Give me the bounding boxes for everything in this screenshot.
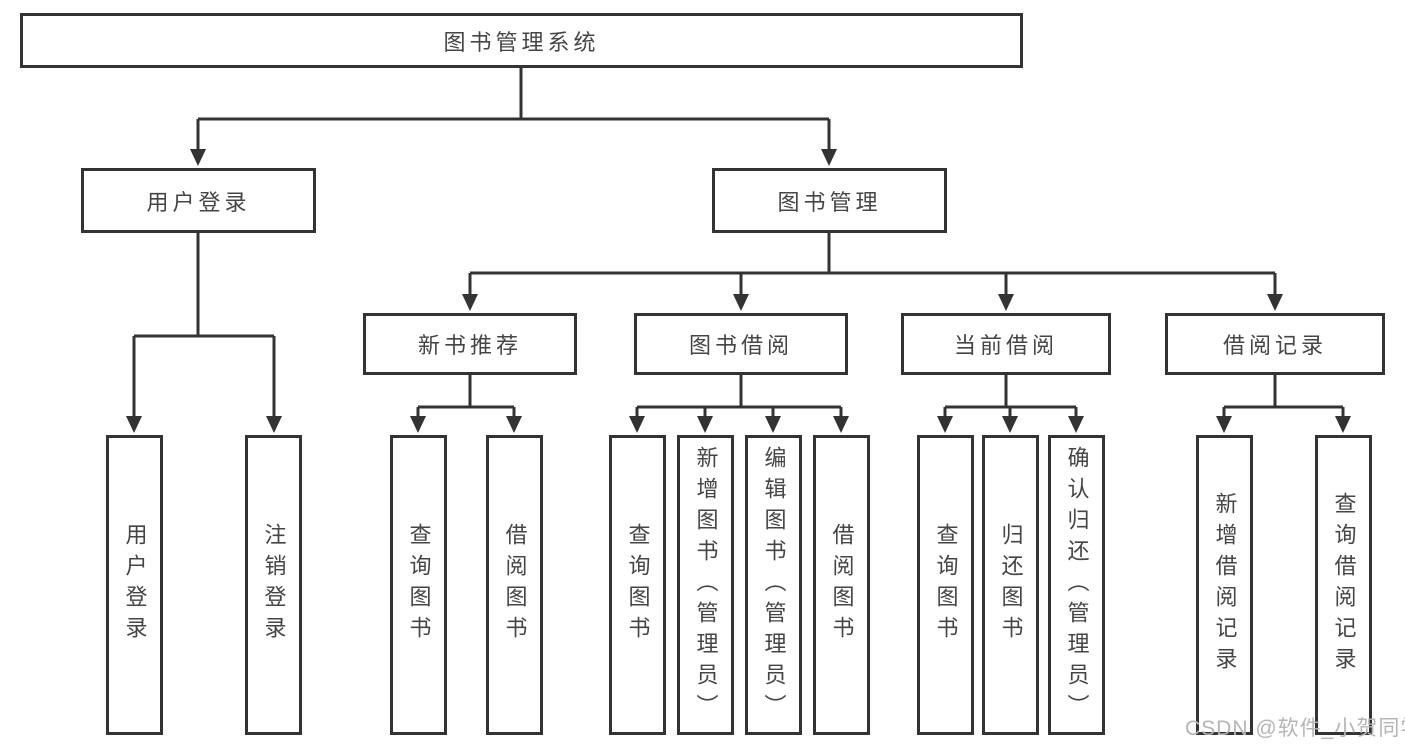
node-label: 图书借阅 — [688, 333, 793, 358]
leaf-logout: 注销登录 — [245, 435, 302, 735]
leaf-user-login: 用户登录 — [106, 435, 163, 735]
leaf-query-books-borrow: 查询图书 — [609, 435, 666, 735]
leaf-edit-books-admin: 编辑图书（管理员） — [745, 435, 802, 735]
leaf-borrow-books-recommend: 借阅图书 — [486, 435, 543, 735]
leaf-query-borrow-record: 查询借阅记录 — [1315, 435, 1372, 735]
leaf-label: 编辑图书（管理员） — [761, 445, 787, 725]
csdn-watermark: CSDN @软件_小贺同学 — [1185, 717, 1405, 740]
node-label: 借阅记录 — [1222, 333, 1327, 358]
leaf-add-books-admin: 新增图书（管理员） — [677, 435, 734, 735]
node-book-management: 图书管理 — [712, 168, 947, 233]
leaf-label: 归还图书 — [998, 523, 1024, 647]
leaf-label: 查询图书 — [406, 523, 432, 647]
node-label: 用户登录 — [146, 189, 251, 215]
node-label: 当前借阅 — [953, 333, 1058, 358]
leaf-query-books-recommend: 查询图书 — [390, 435, 447, 735]
node-current-borrowing: 当前借阅 — [901, 313, 1111, 375]
leaf-label: 查询图书 — [933, 523, 959, 647]
leaf-label: 借阅图书 — [502, 523, 528, 647]
leaf-add-borrow-record: 新增借阅记录 — [1196, 435, 1253, 735]
leaf-label: 借阅图书 — [829, 523, 855, 647]
node-label: 新书推荐 — [417, 333, 522, 358]
leaf-return-books: 归还图书 — [982, 435, 1039, 735]
leaf-label: 注销登录 — [261, 523, 287, 647]
node-library-system-root: 图书管理系统 — [20, 13, 1023, 68]
leaf-label: 确认归还（管理员） — [1064, 445, 1090, 725]
node-new-book-recommend: 新书推荐 — [363, 313, 577, 375]
tree-connector-path — [132, 68, 1345, 418]
leaf-confirm-return-admin: 确认归还（管理员） — [1048, 435, 1105, 735]
leaf-label: 查询借阅记录 — [1331, 492, 1357, 678]
leaf-label: 新增借阅记录 — [1212, 492, 1238, 678]
leaf-label: 新增图书（管理员） — [693, 445, 719, 725]
node-label: 图书管理 — [777, 189, 882, 215]
leaf-label: 查询图书 — [625, 523, 651, 647]
node-label: 图书管理系统 — [443, 29, 600, 55]
node-user-login: 用户登录 — [81, 168, 316, 233]
leaf-query-books-current: 查询图书 — [917, 435, 974, 735]
node-book-borrowing: 图书借阅 — [634, 313, 848, 375]
leaf-label: 用户登录 — [122, 523, 148, 647]
node-borrowing-records: 借阅记录 — [1165, 313, 1385, 375]
leaf-borrow-books: 借阅图书 — [813, 435, 870, 735]
